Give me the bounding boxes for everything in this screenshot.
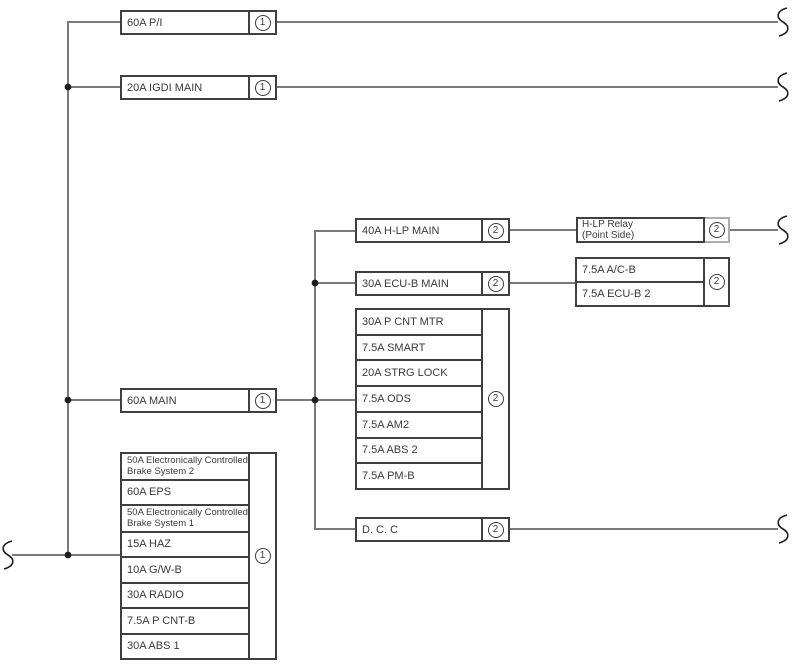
fuse-label: D. C. C: [362, 523, 399, 536]
fuse-tag-cell: 1: [248, 454, 275, 658]
junction-dot: [311, 396, 319, 404]
relay-label-cell: H-LP Relay (Point Side): [576, 217, 705, 243]
fuse-tag-cell: 2: [481, 220, 508, 241]
fuse-tag-cell: 2: [703, 259, 728, 305]
circled-number: 1: [254, 79, 271, 96]
fuse-box-60a-pi: 60A P/I 1: [120, 10, 277, 35]
circled-number: 1: [254, 392, 271, 409]
fuse-row: 7.5A SMART: [357, 336, 481, 362]
junction-dot: [64, 83, 72, 91]
relay-box-hlp: H-LP Relay (Point Side) 2: [576, 217, 730, 243]
circled-number: 2: [487, 222, 504, 239]
break-squiggle-icon: [2, 540, 14, 570]
fuse-row: 7.5A AM2: [357, 413, 481, 439]
circled-number: 2: [487, 275, 504, 292]
circled-number: 2: [487, 391, 504, 407]
junction-dot: [311, 279, 319, 287]
break-squiggle-icon: [777, 72, 789, 102]
fuse-tag-cell: 1: [248, 12, 275, 33]
fuse-rows: 50A Electronically Controlled Brake Syst…: [122, 454, 248, 658]
fuse-box-20a-igdi-main: 20A IGDI MAIN 1: [120, 75, 277, 100]
fuse-label: 30A ECU-B MAIN: [362, 277, 449, 290]
relay-label-line2: (Point Side): [582, 230, 635, 241]
fuse-row: 10A G/W-B: [122, 558, 248, 584]
fuse-row: 20A STRG LOCK: [357, 361, 481, 388]
fuse-box-30a-ecub-main: 30A ECU-B MAIN 2: [355, 271, 510, 296]
circled-number: 2: [487, 521, 504, 538]
fuse-tag-cell: 2: [481, 519, 508, 540]
fuse-row: 7.5A PM-B: [362, 470, 415, 483]
fuse-label: 60A MAIN: [127, 394, 177, 407]
fuse-row: 50A Electronically Controlled Brake Syst…: [122, 506, 248, 533]
fuse-row: 30A RADIO: [122, 584, 248, 609]
fuse-row: 50A Electronically Controlled Brake Syst…: [122, 454, 248, 481]
junction-dot: [64, 396, 72, 404]
fuse-tag-cell: 2: [481, 310, 508, 488]
wire-bus-right: [314, 230, 355, 530]
fuse-group-right-stack: 30A P CNT MTR 7.5A SMART 20A STRG LOCK 7…: [355, 308, 510, 490]
circled-number: 2: [708, 274, 725, 290]
fuse-label: 20A IGDI MAIN: [127, 81, 203, 94]
fuse-box-40a-hlp-main: 40A H-LP MAIN 2: [355, 218, 510, 243]
fuse-rows: 30A P CNT MTR 7.5A SMART 20A STRG LOCK 7…: [357, 310, 481, 488]
fuse-tag-cell: 1: [248, 77, 275, 98]
fuse-label: 40A H-LP MAIN: [362, 224, 440, 237]
fuse-row: 15A HAZ: [122, 533, 248, 558]
fuse-tag-cell: 2: [481, 273, 508, 294]
fuse-tag-cell: 2: [705, 219, 728, 241]
break-squiggle-icon: [777, 7, 789, 37]
fuse-row: 30A ABS 1: [127, 640, 180, 653]
fuse-row: 7.5A A/C-B: [577, 259, 703, 283]
fuse-rows: 7.5A A/C-B 7.5A ECU-B 2: [577, 259, 703, 305]
wire-bus-left: [67, 21, 120, 555]
circled-number: 2: [708, 222, 725, 238]
fuse-box-dcc: D. C. C 2: [355, 517, 510, 542]
fuse-tag-cell: 1: [248, 390, 275, 411]
fuse-label: 60A P/I: [127, 16, 163, 29]
fuse-row: 7.5A ECU-B 2: [582, 288, 651, 300]
fuse-row: 7.5A ODS: [357, 387, 481, 413]
break-squiggle-icon: [777, 514, 789, 544]
relay-label-line1: H-LP Relay: [582, 219, 633, 230]
fuse-row: 7.5A P CNT-B: [122, 609, 248, 635]
fuse-row: 7.5A ABS 2: [357, 439, 481, 465]
circled-number: 1: [254, 548, 271, 564]
fuse-box-60a-main: 60A MAIN 1: [120, 388, 277, 413]
fuse-group-acb-ecub2: 7.5A A/C-B 7.5A ECU-B 2 2: [575, 257, 730, 307]
junction-dot: [64, 551, 72, 559]
circled-number: 1: [254, 14, 271, 31]
break-squiggle-icon: [777, 215, 789, 245]
fuse-row: 30A P CNT MTR: [357, 310, 481, 336]
fuse-row: 60A EPS: [122, 481, 248, 506]
fuse-group-left-stack: 50A Electronically Controlled Brake Syst…: [120, 452, 277, 660]
